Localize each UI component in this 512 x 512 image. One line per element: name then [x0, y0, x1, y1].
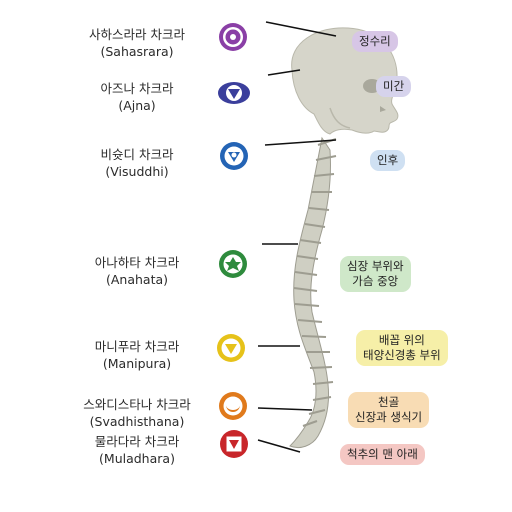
chakra-latin-name: (Anahata) — [105, 272, 169, 287]
chakra-latin-name: (Manipura) — [102, 356, 172, 371]
region-tag-crown: 정수리 — [352, 31, 398, 52]
chakra-korean-name: 사하스라라 차크라 — [89, 27, 185, 42]
chakra-label-svadhisthana: 스와디스타나 차크라 (Svadhisthana) — [62, 396, 212, 430]
chakra-latin-name: (Svadhisthana) — [89, 414, 185, 429]
chakra-label-visuddhi: 비슛디 차크라 (Visuddhi) — [62, 146, 212, 180]
spine-illustration — [289, 136, 337, 449]
chakra-label-manipura: 마니푸라 차크라 (Manipura) — [62, 338, 212, 372]
chakra-korean-name: 아나하타 차크라 — [94, 255, 180, 270]
sahasrara-chakra-icon — [219, 23, 247, 51]
region-tag-sacrum: 천골 신장과 생식기 — [348, 392, 430, 428]
chakra-korean-name: 스와디스타나 차크라 — [83, 397, 191, 412]
region-tag-base-of-spine: 척추의 맨 아래 — [340, 444, 425, 465]
region-tag-solar-plexus: 배꼽 위의 태양신경총 부위 — [356, 330, 448, 366]
chakra-label-ajna: 아즈나 차크라 (Ajna) — [62, 80, 212, 114]
chakra-latin-name: (Muladhara) — [99, 451, 175, 466]
chakra-latin-name: (Sahasrara) — [100, 44, 174, 59]
visuddhi-chakra-icon — [220, 142, 248, 170]
manipura-chakra-icon — [217, 334, 245, 362]
chakra-korean-name: 마니푸라 차크라 — [94, 339, 180, 354]
chakra-label-anahata: 아나하타 차크라 (Anahata) — [62, 254, 212, 288]
chakra-latin-name: (Visuddhi) — [105, 164, 169, 179]
ajna-chakra-icon — [218, 82, 250, 104]
skull-illustration — [291, 27, 399, 135]
muladhara-chakra-icon — [220, 430, 248, 458]
region-tag-throat: 인후 — [370, 150, 406, 171]
chakra-korean-name: 아즈나 차크라 — [100, 81, 174, 96]
svadhisthana-chakra-icon — [219, 392, 247, 420]
leader-lines — [257, 21, 337, 453]
region-tag-heart: 심장 부위와 가슴 중앙 — [340, 256, 411, 292]
region-tag-brow: 미간 — [376, 76, 412, 97]
chakra-latin-name: (Ajna) — [118, 98, 156, 113]
chakra-label-sahasrara: 사하스라라 차크라 (Sahasrara) — [62, 26, 212, 60]
chakra-korean-name: 비슛디 차크라 — [100, 147, 174, 162]
anahata-chakra-icon — [219, 250, 247, 278]
chakra-korean-name: 물라다라 차크라 — [94, 434, 180, 449]
chakra-label-muladhara: 물라다라 차크라 (Muladhara) — [62, 433, 212, 467]
